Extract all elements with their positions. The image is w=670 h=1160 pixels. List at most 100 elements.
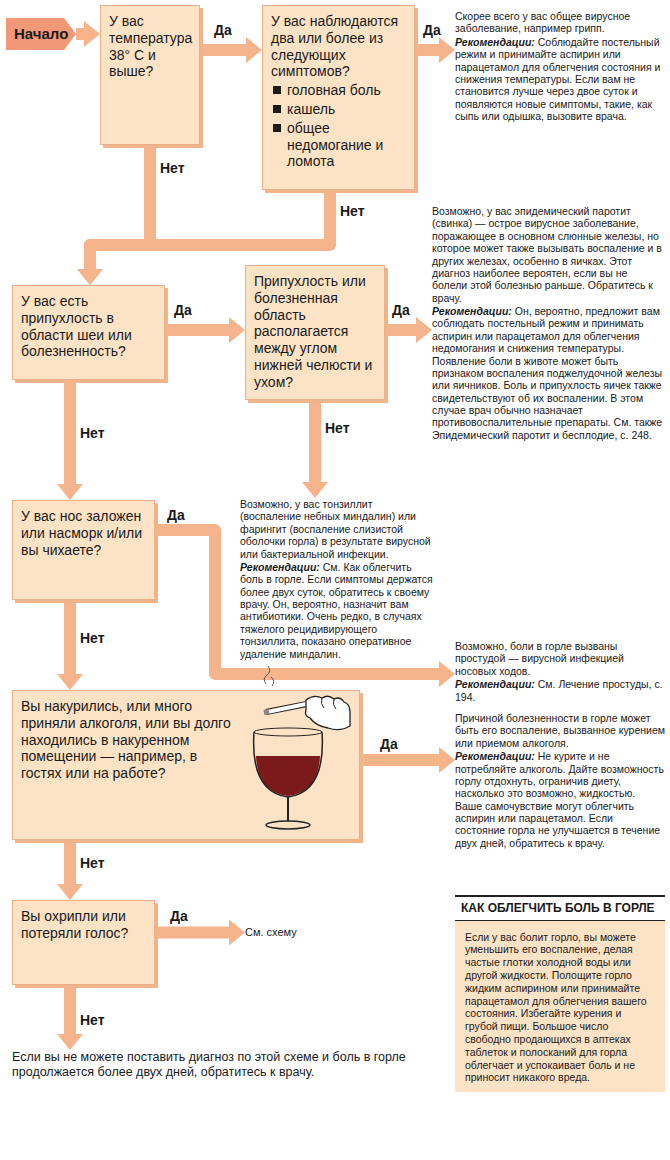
- node-text: Если у вас болит горло, вы можете уменьш…: [455, 921, 665, 1093]
- arrow-head: [57, 674, 83, 690]
- branch-label: Да: [421, 22, 443, 38]
- arrow-head: [229, 317, 245, 343]
- arrow-band: [90, 145, 150, 271]
- arrow-head: [77, 269, 103, 285]
- flow-arrow: [165, 317, 245, 343]
- flow-arrow: [302, 400, 328, 498]
- node-text: Рекомендации: См. Лечение простуды, с. 1…: [455, 678, 665, 703]
- arrow-head: [439, 37, 455, 63]
- arrow-head: [84, 21, 100, 47]
- branch-label: Да: [172, 302, 194, 318]
- decision-box: Припухлость или болезненная область расп…: [245, 265, 385, 400]
- arrow-band: [64, 380, 76, 486]
- branch-label: Да: [168, 908, 190, 924]
- flow-arrow: [76, 21, 100, 47]
- recommendation-body: Не курите и не потребляйте алкоголь. Дай…: [455, 750, 664, 849]
- recommendation-lead: Рекомендации:: [432, 305, 512, 317]
- flow-arrow: [57, 380, 83, 500]
- arrow-head: [57, 484, 83, 500]
- glass-bowl: [254, 732, 323, 797]
- branch-label: Нет: [78, 425, 107, 441]
- hand: [306, 696, 351, 729]
- result-text: Возможно, боли в горле вызваны простудой…: [455, 640, 665, 703]
- tip-panel: КАК ОБЛЕГЧИТЬ БОЛЬ В ГОРЛЕЕсли у вас бол…: [455, 895, 665, 1092]
- smoke: [264, 666, 270, 684]
- decision-box: У вас есть припухлость в области шеи или…: [12, 285, 165, 380]
- wine: [256, 756, 320, 796]
- symptom-item: кашель: [271, 101, 406, 118]
- branch-label: Нет: [323, 420, 352, 436]
- result-text: Возможно, у вас эпидемический паротит (с…: [432, 205, 664, 441]
- node-text: Рекомендации: См. Как облегчить боль в г…: [240, 561, 435, 660]
- result-text: Скорее всего у вас общее вирусное заболе…: [455, 10, 665, 122]
- recommendation-lead: Рекомендации:: [240, 561, 320, 573]
- node-text: У вас есть припухлость в области шеи или…: [21, 293, 156, 360]
- arrow-head: [57, 1034, 83, 1050]
- cigarette: [267, 703, 311, 712]
- panel-heading: КАК ОБЛЕГЧИТЬ БОЛЬ В ГОРЛЕ: [455, 895, 665, 921]
- cigarette-ash: [264, 712, 269, 713]
- result-text: Возможно, у вас тонзиллит (воспаление не…: [240, 498, 435, 660]
- recommendation-lead: Рекомендации:: [455, 36, 535, 48]
- flow-arrow: [200, 37, 262, 63]
- arrow-head: [439, 747, 455, 773]
- glass-base: [266, 821, 310, 829]
- arrow-band: [165, 324, 231, 336]
- decision-box: У вас температура 38° С и выше?: [100, 5, 200, 145]
- arrow-band: [64, 985, 76, 1036]
- result-text: Причиной болезненности в горле может быт…: [455, 712, 665, 849]
- arrow-band: [385, 324, 418, 336]
- flow-arrow: [57, 600, 83, 690]
- arrow-band: [309, 400, 321, 484]
- flow-arrow: [385, 317, 432, 343]
- wine-glass: [254, 728, 323, 829]
- arrow-band: [415, 44, 441, 56]
- recommendation-body: Соблюдайте постельный режим и принимайте…: [455, 36, 660, 122]
- node-text: Причиной болезненности в горле может быт…: [455, 712, 665, 749]
- node-text: Возможно, боли в горле вызваны простудой…: [455, 640, 665, 677]
- arrow-head: [229, 920, 245, 946]
- symptom-item: общее недомогание и ломота: [271, 120, 406, 170]
- node-text: Вы охрипли или потеряли голос?: [21, 908, 146, 942]
- start-arrow: Начало: [6, 18, 76, 50]
- recommendation-lead: Рекомендации:: [455, 750, 535, 762]
- node-text: Вы накурились, или много приняли алкогол…: [21, 698, 236, 782]
- branch-label: Нет: [158, 160, 187, 176]
- branch-label: Да: [165, 507, 187, 523]
- branch-label: Да: [378, 736, 400, 752]
- node-text: У вас температура 38° С и выше?: [109, 13, 191, 80]
- branch-label: Нет: [78, 855, 107, 871]
- node-text: У вас нос заложен или насморк и/или вы ч…: [21, 508, 146, 558]
- arrow-head: [57, 884, 83, 900]
- node-text: Возможно, у вас эпидемический паротит (с…: [432, 205, 664, 304]
- node-text: Скорее всего у вас общее вирусное заболе…: [455, 10, 665, 35]
- arrow-band: [64, 600, 76, 676]
- finger-lines: [321, 698, 336, 709]
- hand-with-cigarette: [264, 666, 350, 730]
- glass-rim: [254, 728, 322, 736]
- flow-arrow: [57, 985, 83, 1050]
- arrow-head: [416, 317, 432, 343]
- arrow-head: [302, 482, 328, 498]
- node-text: У вас наблюдаются два или более из следу…: [271, 13, 406, 80]
- node-text: Припухлость или болезненная область расп…: [254, 273, 376, 391]
- decision-box: У вас нос заложен или насморк и/или вы ч…: [12, 500, 155, 600]
- branch-label: Да: [212, 22, 234, 38]
- arrow-band: [90, 190, 330, 271]
- arrow-head: [439, 661, 455, 687]
- reference-text: См. схему: [245, 926, 335, 939]
- flow-arrow: [57, 840, 83, 900]
- node-text: Рекомендации: Не курите и не потребляйте…: [455, 750, 665, 849]
- branch-label: Нет: [338, 203, 367, 219]
- node-text: Рекомендации: Он, вероятно, предложит ва…: [432, 305, 664, 441]
- symptom-item: головная боль: [271, 82, 406, 99]
- arrow-head: [77, 269, 103, 285]
- node-text: Если вы не можете поставить диагноз по э…: [12, 1050, 432, 1081]
- flow-arrow: [155, 920, 245, 946]
- smoke: [271, 677, 274, 686]
- flow-arrow: [415, 37, 455, 63]
- arrow-band: [64, 840, 76, 886]
- arrow-band: [155, 927, 231, 939]
- decision-box: У вас наблюдаются два или более из следу…: [262, 5, 415, 190]
- flow-arrow: [360, 747, 455, 773]
